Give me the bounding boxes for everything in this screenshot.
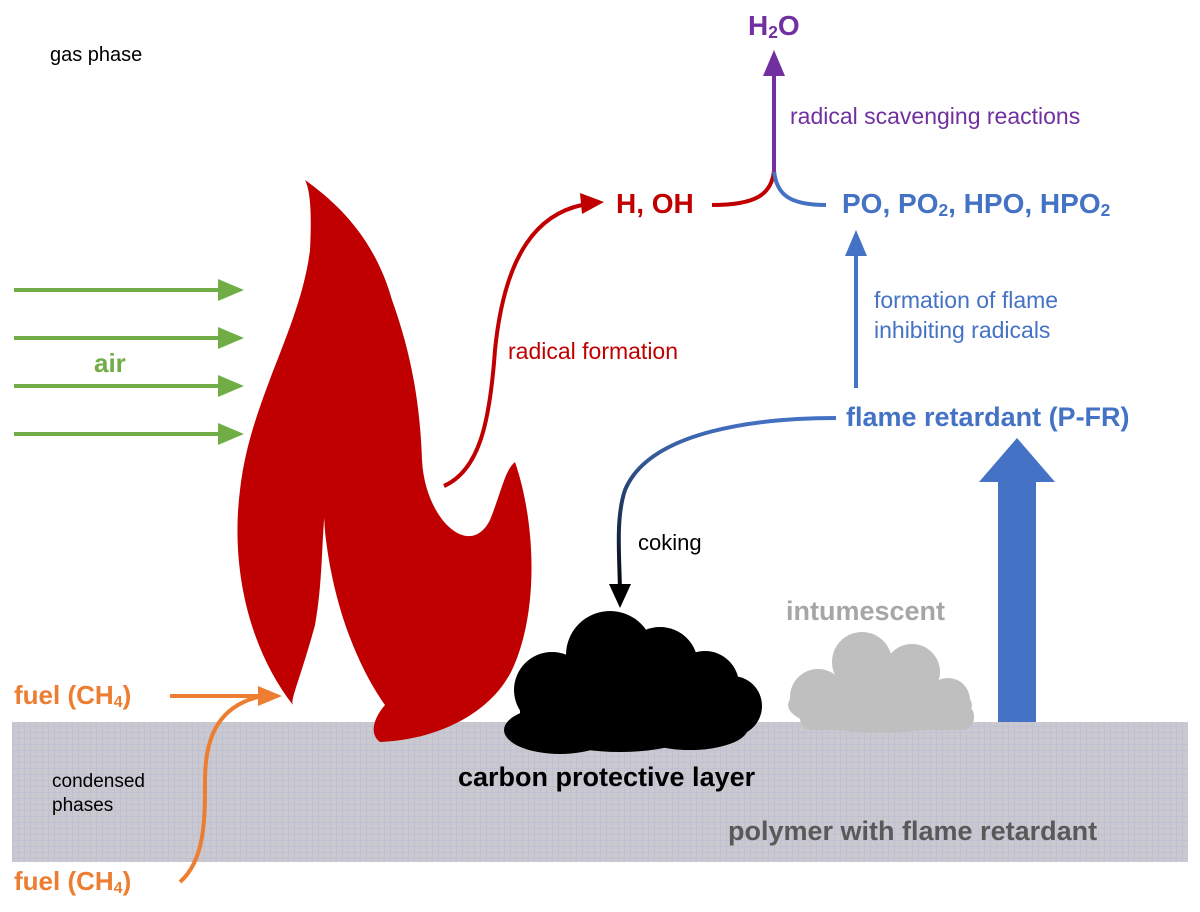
- fuel-arrowhead: [258, 686, 282, 706]
- fuel-arrow-bottom: [178, 694, 263, 884]
- scavenging-arrowhead: [763, 50, 785, 76]
- flame-retardant-label: flame retardant (P-FR): [846, 402, 1130, 432]
- air-arrowhead: [218, 327, 244, 349]
- p-radicals-label: PO, PO2, HPO, HPO2: [842, 188, 1111, 221]
- big-block-arrow: [979, 438, 1055, 722]
- air-label: air: [94, 348, 126, 378]
- air-arrowhead: [218, 279, 244, 301]
- air-arrowhead: [218, 423, 244, 445]
- merge-blue-branch: [772, 169, 827, 207]
- flame-inner-gap: [425, 305, 456, 488]
- inhibiting-label: formation of flame inhibiting radicals: [874, 286, 1058, 346]
- h-oh-label: H, OH: [616, 188, 694, 219]
- h2o-label: H2O: [748, 10, 800, 43]
- gas-phase-label: gas phase: [50, 44, 143, 66]
- coking-arrow: [616, 416, 837, 597]
- air-arrows: [14, 279, 244, 445]
- polymer-label: polymer with flame retardant: [728, 816, 1098, 846]
- carbon-layer-label: carbon protective layer: [458, 762, 756, 792]
- condensed-line-2: phases: [52, 794, 114, 816]
- inhibiting-line-2: inhibiting radicals: [874, 316, 1051, 343]
- intumescent-label: intumescent: [786, 596, 946, 626]
- coking-arrowhead: [609, 584, 631, 608]
- condensed-phase-label: condensed phases: [52, 770, 145, 818]
- fuel-arrows: [170, 694, 263, 884]
- fuel-label-top: fuel (CH4): [14, 680, 132, 711]
- radical-formation-label: radical formation: [508, 338, 679, 364]
- radical-formation-arrowhead: [580, 193, 604, 214]
- carbon-cloud: [504, 611, 762, 754]
- merge-red-branch: [711, 169, 776, 207]
- flame-shape: [237, 180, 532, 742]
- condensed-line-1: condensed: [52, 771, 145, 792]
- radical-formation-arrow: [443, 203, 583, 488]
- intumescent-cloud: [788, 632, 974, 733]
- coking-label: coking: [638, 530, 702, 555]
- inhibiting-arrowhead: [845, 230, 867, 256]
- inhibiting-line-1: formation of flame: [874, 287, 1059, 313]
- fuel-label-bottom: fuel (CH4): [14, 866, 132, 897]
- scavenging-label: radical scavenging reactions: [790, 103, 1081, 129]
- air-arrowhead: [218, 375, 244, 397]
